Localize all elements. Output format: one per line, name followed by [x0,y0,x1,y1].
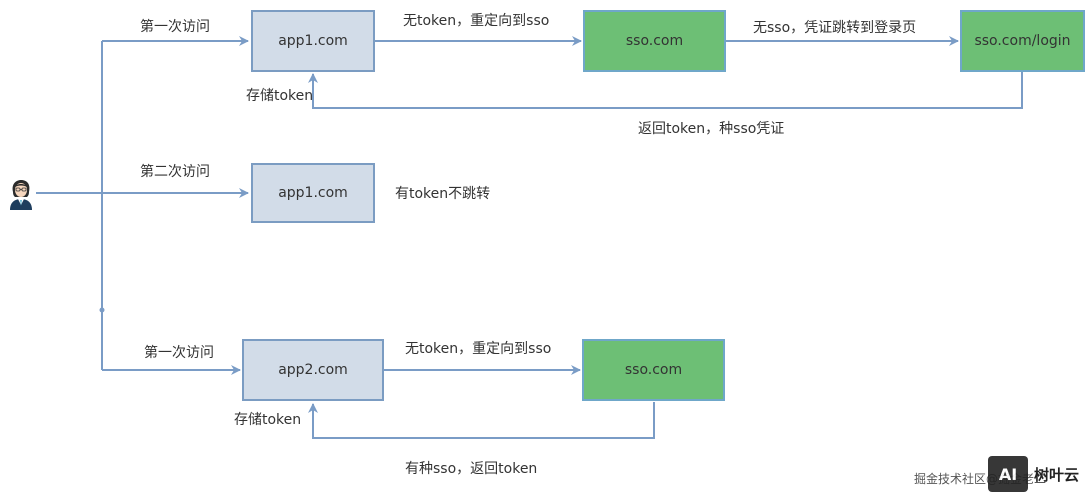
label-no-token-redirect-2: 无token，重定向到sso [405,341,552,357]
sso-app2-node: sso.com [582,339,725,401]
user-icon [10,180,32,210]
app1-second-visit-node: app1.com [251,163,375,223]
sso-node: sso.com [583,10,726,72]
brand-logo: AI 树叶云 [988,452,1088,496]
label-has-token-no-redirect: 有token不跳转 [395,186,491,202]
trunk-junction [99,307,105,313]
label-store-token-1: 存储token [246,88,314,104]
brand-name: 树叶云 [1034,465,1080,484]
label-first-visit-2: 第一次访问 [144,345,214,361]
label-no-sso-redirect-login: 无sso，凭证跳转到登录页 [753,20,917,36]
label-store-token-2: 存储token [234,412,302,428]
edge-sso-return-app2 [308,402,655,439]
app2-node: app2.com [242,339,384,401]
label-return-token-plant-sso: 返回token，种sso凭证 [638,121,785,137]
label-no-token-redirect-1: 无token，重定向到sso [403,13,550,29]
label-has-sso-return-token: 有种sso，返回token [405,461,538,477]
brand-logo-icon: AI [988,456,1028,492]
edge-login-return-app1 [308,72,1023,109]
label-second-visit: 第二次访问 [140,164,210,180]
label-first-visit-1: 第一次访问 [140,19,210,35]
app1-first-visit-node: app1.com [251,10,375,72]
sso-login-node: sso.com/login [960,10,1085,72]
